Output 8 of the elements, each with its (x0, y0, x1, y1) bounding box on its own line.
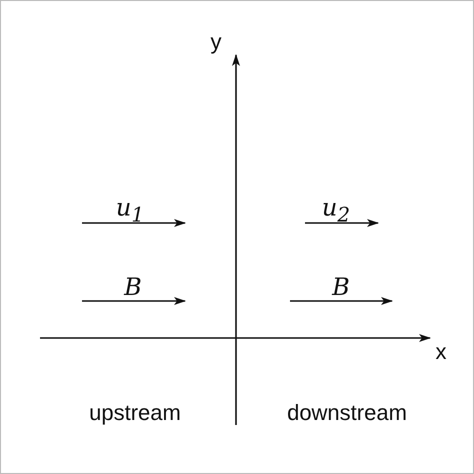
axis-label: x (436, 341, 446, 363)
velocity-label: u$_{1}$ (116, 196, 144, 224)
velocity-label: u$_{2}$ (322, 196, 350, 224)
region-label: downstream (287, 402, 407, 424)
region-label: upstream (89, 402, 181, 424)
magnetic-field-label: B (332, 275, 350, 299)
axis-label: y (210, 31, 222, 53)
magnetic-field-label: B (124, 275, 142, 299)
